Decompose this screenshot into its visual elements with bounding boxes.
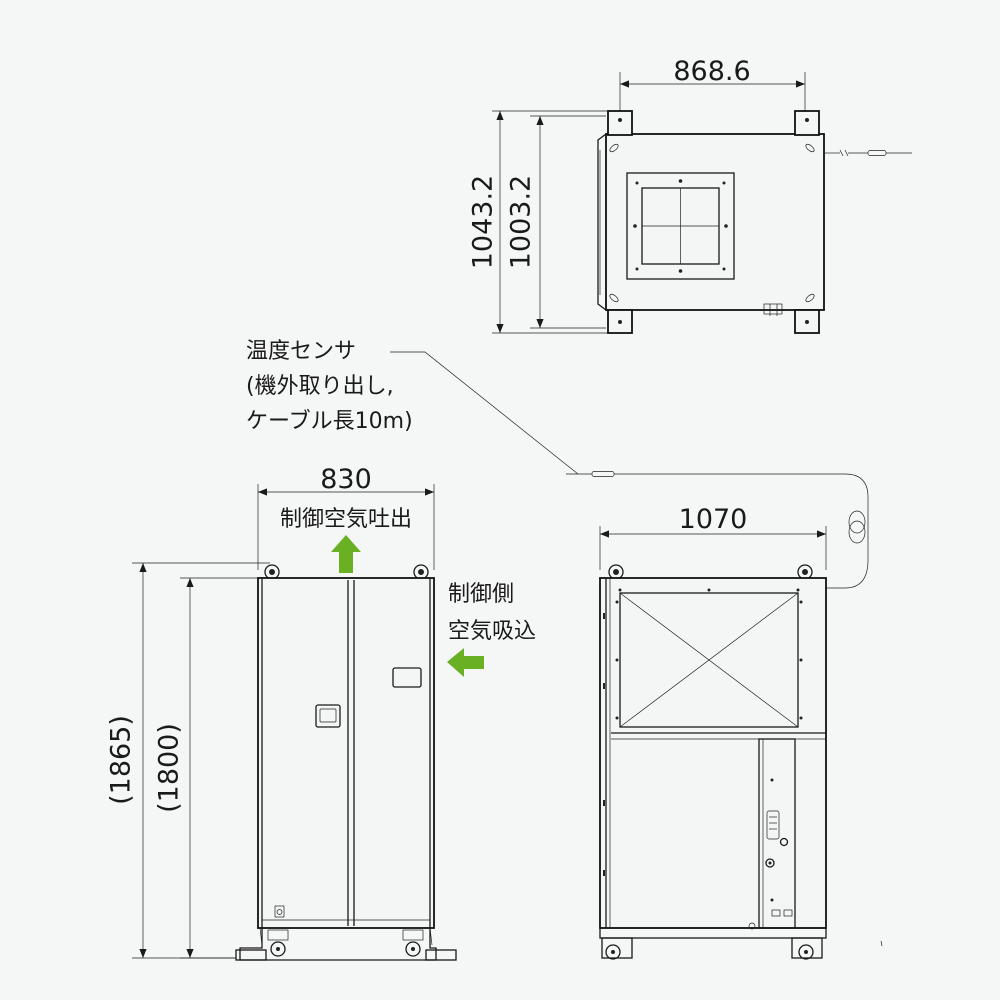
inlet-label-line1: 制御側 (448, 582, 514, 607)
side-view: 1070 (599, 504, 883, 960)
nameplate (766, 810, 780, 840)
top-lift-tab (607, 110, 633, 136)
temperature-sensor-probe (591, 471, 615, 477)
front-cabinet-body (257, 577, 435, 929)
dimension-label-height-body: (1800) (154, 723, 185, 813)
top-outlet-frame (626, 172, 735, 280)
caster-wheel (270, 941, 286, 957)
side-air-inlet-panel (619, 592, 799, 728)
dimension-side-width: 1070 (599, 504, 827, 570)
dimension-label-side-width: 1070 (679, 504, 748, 535)
pipe-connection (765, 858, 775, 868)
dimension-label-top-depth-inner: 1003.2 (506, 175, 537, 269)
top-lift-tab (794, 110, 820, 136)
dimension-height-total: (1865) (106, 562, 270, 959)
side-cabinet-body (599, 577, 827, 929)
dimension-front-width: 830 (257, 464, 435, 570)
dimension-label-front-width: 830 (320, 464, 372, 495)
sensor-label-line3: ケーブル長10m) (246, 409, 413, 434)
inlet-label-line2: 空気吸込 (448, 619, 536, 644)
dimension-top-depth-outer: 1043.2 (468, 110, 630, 334)
dimension-height-body: (1800) (154, 577, 260, 959)
top-view-body (605, 133, 825, 311)
dimension-label-top-width: 868.6 (673, 56, 750, 87)
sensor-callout: 温度センサ (機外取り出し, ケーブル長10m) (246, 339, 869, 589)
sensor-label-line2: (機外取り出し, (246, 374, 394, 399)
door-handle (392, 667, 422, 688)
outlet-arrow-icon (331, 535, 361, 573)
front-view: 830 制御空気吐出 (1865) (1800) (106, 464, 536, 961)
dimension-label-height-total: (1865) (106, 715, 137, 805)
inlet-arrow-icon (447, 648, 484, 677)
caster-wheel (798, 944, 814, 960)
dimension-label-top-depth-outer: 1043.2 (468, 175, 499, 269)
control-panel-display (315, 704, 341, 728)
outlet-label: 制御空気吐出 (280, 507, 412, 532)
top-view: 868.6 1043.2 1003.2 (468, 56, 912, 334)
dimension-top-width: 868.6 (619, 56, 806, 118)
caster-wheel (605, 944, 621, 960)
dimension-top-depth-inner: 1003.2 (506, 115, 606, 329)
caster-wheel (405, 941, 421, 957)
sensor-label-line1: 温度センサ (246, 339, 356, 364)
